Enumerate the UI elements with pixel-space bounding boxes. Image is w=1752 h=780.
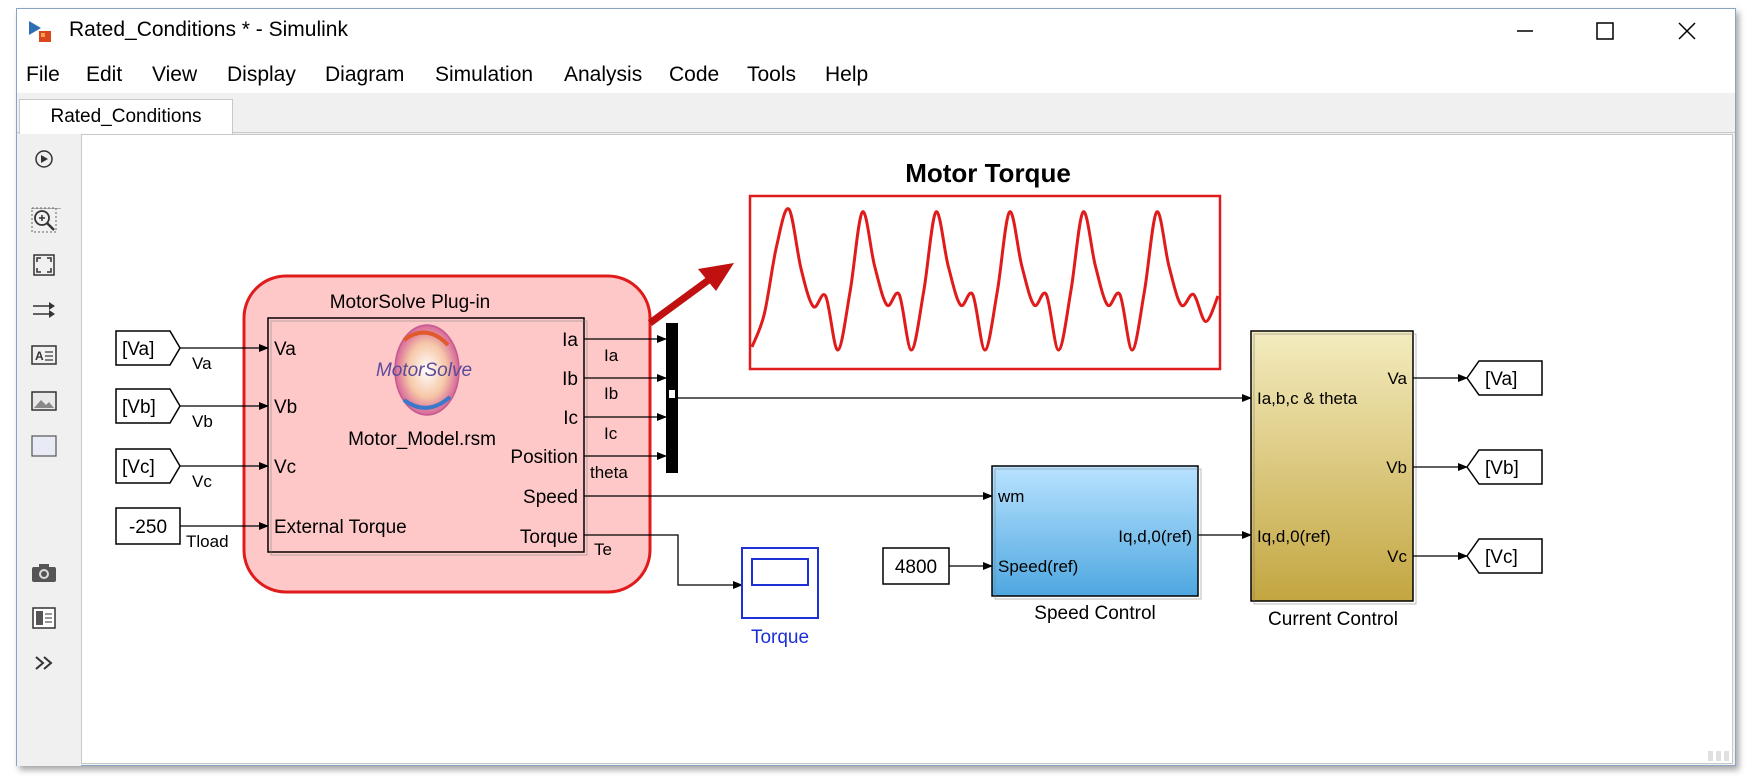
torque-plot-title: Motor Torque [905,158,1071,188]
more-icon[interactable] [29,648,59,678]
menu-help[interactable]: Help [825,63,869,86]
motor-out-ic: Ic [563,408,578,429]
svg-text:[Vb]: [Vb] [122,397,156,418]
left-toolbar: A [17,134,81,766]
svg-text:-250: -250 [129,517,167,538]
svg-text:[Vb]: [Vb] [1485,458,1519,479]
plugin-area-title: MotorSolve Plug-in [330,292,491,313]
speed-control-label: Speed Control [1034,603,1155,624]
menu-bar: File Edit View Display Diagram Simulatio… [17,53,1735,93]
current-out-vb: Vb [1386,458,1407,477]
maximize-button[interactable] [1565,9,1645,53]
maximize-icon [1596,22,1614,40]
current-in-iqd: Iq,d,0(ref) [1257,527,1331,546]
signal-label-tload: Tload [186,532,229,551]
svg-text:[Vc]: [Vc] [122,457,155,478]
speed-in-ref: Speed(ref) [998,557,1078,576]
signal-arrows-icon[interactable] [29,295,59,325]
menu-display[interactable]: Display [227,63,296,86]
motor-out-ib: Ib [562,369,578,390]
from-tag-vb[interactable]: [Vb] [115,388,181,424]
resize-grip-icon[interactable] [1704,747,1732,763]
tab-strip: Rated_Conditions [17,93,1735,134]
motor-out-speed: Speed [523,487,578,508]
scope-label: Torque [751,627,809,648]
menu-view[interactable]: View [152,63,198,86]
area-icon[interactable] [29,431,59,461]
torque-plot-frame [748,194,1222,371]
menu-code[interactable]: Code [669,63,720,86]
model-name: Motor_Model.rsm [348,429,496,450]
goto-tag-vb[interactable]: [Vb] [1466,449,1543,485]
annotation-icon[interactable]: A [29,340,59,370]
navigate-icon[interactable] [29,144,59,174]
signal-label-te: Te [594,540,612,559]
signal-label-theta: theta [590,463,628,482]
motor-in-vb: Vb [274,397,297,418]
motor-in-vc: Vc [274,457,296,478]
goto-tag-vc[interactable]: [Vc] [1466,538,1543,574]
svg-text:A: A [35,349,44,363]
fit-view-icon[interactable] [29,250,59,280]
signal-label-vc: Vc [192,472,212,491]
motor-out-ia: Ia [562,330,578,351]
svg-text:[Vc]: [Vc] [1485,547,1518,568]
signal-label-ic: Ic [604,424,618,443]
current-out-vc: Vc [1387,547,1407,566]
menu-edit[interactable]: Edit [86,63,123,86]
model-canvas[interactable]: MotorSolve Plug-in MotorSolve Motor_Mode… [81,134,1733,764]
svg-text:[Va]: [Va] [122,339,154,360]
menu-analysis[interactable]: Analysis [564,63,643,86]
menu-diagram[interactable]: Diagram [325,63,405,86]
minimize-icon [1517,30,1533,32]
speed-control-block[interactable]: wm Speed(ref) Iq,d,0(ref) Speed Control [991,465,1202,624]
signal-label-ia: Ia [604,346,619,365]
menu-simulation[interactable]: Simulation [435,63,534,86]
image-icon[interactable] [29,386,59,416]
signal-label-vb: Vb [192,412,213,431]
model-diagram: MotorSolve Plug-in MotorSolve Motor_Mode… [115,158,1543,648]
close-button[interactable] [1647,9,1727,53]
from-tag-vc[interactable]: [Vc] [115,448,181,484]
motor-out-position: Position [510,447,578,468]
signal-label-va: Va [192,354,212,373]
motor-in-external-torque: External Torque [274,517,407,538]
motor-out-torque: Torque [520,527,578,548]
current-in-iabc: Ia,b,c & theta [1257,389,1358,408]
menu-file[interactable]: File [26,63,60,86]
current-control-label: Current Control [1268,609,1398,630]
svg-text:[Va]: [Va] [1485,369,1517,390]
report-icon[interactable] [29,603,59,633]
tab-rated-conditions[interactable]: Rated_Conditions [19,99,233,134]
from-tag-va[interactable]: [Va] [115,330,181,366]
svg-text:4800: 4800 [895,557,937,578]
close-icon [1678,22,1696,40]
constant-speed-ref[interactable]: 4800 [882,547,950,585]
motor-in-va: Va [274,339,296,360]
signal-label-ib: Ib [604,384,618,403]
motorsolve-logo-icon: MotorSolve [376,324,472,416]
goto-tag-va[interactable]: [Va] [1466,360,1543,396]
minimize-button[interactable] [1485,9,1565,53]
current-out-va: Va [1387,369,1407,388]
speed-out-iqd: Iq,d,0(ref) [1118,527,1192,546]
speed-in-wm: wm [997,487,1024,506]
window-title: Rated_Conditions * - Simulink [69,18,348,41]
title-bar: Rated_Conditions * - Simulink [17,9,1735,53]
logo-text: MotorSolve [376,360,472,381]
zoom-icon[interactable] [29,205,59,235]
simulink-window: Rated_Conditions * - Simulink File Edit … [16,8,1736,766]
torque-series-line [750,207,1220,352]
menu-tools[interactable]: Tools [747,63,797,86]
highlight-arrow [647,263,734,326]
camera-icon[interactable] [29,558,59,588]
simulink-app-icon [29,21,51,42]
scope-torque[interactable]: Torque [741,547,819,648]
current-control-block[interactable]: Ia,b,c & theta Iq,d,0(ref) Va Vb Vc Curr… [1250,330,1417,630]
constant-load[interactable]: -250 [115,507,181,545]
